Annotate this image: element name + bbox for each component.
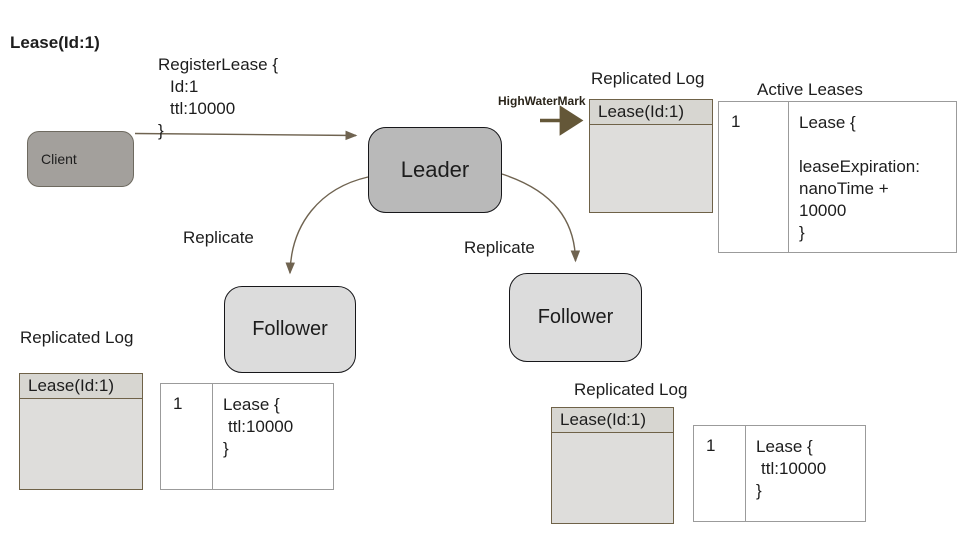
active-leases-title: Active Leases (757, 80, 863, 99)
follower-left-row-key: 1 (161, 384, 213, 489)
follower-left-replicated-log: Lease(Id:1) (19, 373, 143, 490)
replicate-left-label: Replicate (183, 228, 254, 247)
leader-to-follower-left-arrow (285, 176, 369, 275)
register-lease-line: ttl:10000 (170, 99, 236, 118)
register-lease-line: } (158, 121, 164, 140)
active-leases-row-key: 1 (719, 102, 789, 252)
follower-right-node: Follower (509, 273, 642, 362)
register-lease-line: Id:1 (170, 77, 199, 96)
follower-left-log-entry: Lease(Id:1) (20, 374, 142, 399)
follower-right-row-value: Lease { ttl:10000 } (746, 426, 826, 521)
replicate-right-label: Replicate (464, 238, 535, 257)
client-node: Client (27, 131, 134, 187)
active-leases-value-line: Lease { (799, 113, 856, 132)
client-node-label: Client (41, 151, 77, 167)
lease-value-line: ttl:10000 (761, 459, 827, 478)
follower-right-row-key: 1 (694, 426, 746, 521)
register-lease-message: RegisterLease { Id:1 ttl:10000 } (158, 54, 278, 142)
active-leases-table: 1 Lease { leaseExpiration: nanoTime + 10… (718, 101, 957, 253)
register-lease-line: RegisterLease { (158, 55, 279, 74)
lease-id-label: Lease(Id:1) (10, 33, 100, 52)
follower-left-lease-table: 1 Lease { ttl:10000 } (160, 383, 334, 490)
lease-value-line: Lease { (756, 437, 813, 456)
follower-left-node: Follower (224, 286, 356, 373)
active-leases-value-line: 10000 (799, 201, 847, 220)
active-leases-row-value: Lease { leaseExpiration: nanoTime + 1000… (789, 102, 920, 252)
lease-value-line: } (756, 481, 762, 500)
active-leases-value-line (799, 134, 920, 156)
active-leases-value-line: nanoTime + (799, 179, 889, 198)
lease-value-line: Lease { (223, 395, 280, 414)
leader-node: Leader (368, 127, 502, 213)
follower-right-log-entry: Lease(Id:1) (552, 408, 673, 433)
follower-right-node-label: Follower (537, 306, 614, 328)
lease-value-line: } (223, 439, 229, 458)
leader-log-title: Replicated Log (591, 69, 705, 88)
follower-left-log-title: Replicated Log (20, 328, 134, 347)
active-leases-value-line: } (799, 223, 805, 242)
follower-right-replicated-log: Lease(Id:1) (551, 407, 674, 524)
leader-replicated-log: Lease(Id:1) (589, 99, 713, 213)
lease-value-line: ttl:10000 (228, 417, 294, 436)
highwatermark-label: HighWaterMark (498, 94, 586, 108)
follower-right-log-title: Replicated Log (574, 380, 688, 399)
leader-node-label: Leader (400, 157, 470, 182)
leader-log-entry: Lease(Id:1) (590, 100, 712, 125)
follower-right-lease-table: 1 Lease { ttl:10000 } (693, 425, 866, 522)
follower-left-row-value: Lease { ttl:10000 } (213, 384, 293, 489)
active-leases-value-line: leaseExpiration: (799, 157, 920, 176)
follower-left-node-label: Follower (252, 318, 328, 340)
